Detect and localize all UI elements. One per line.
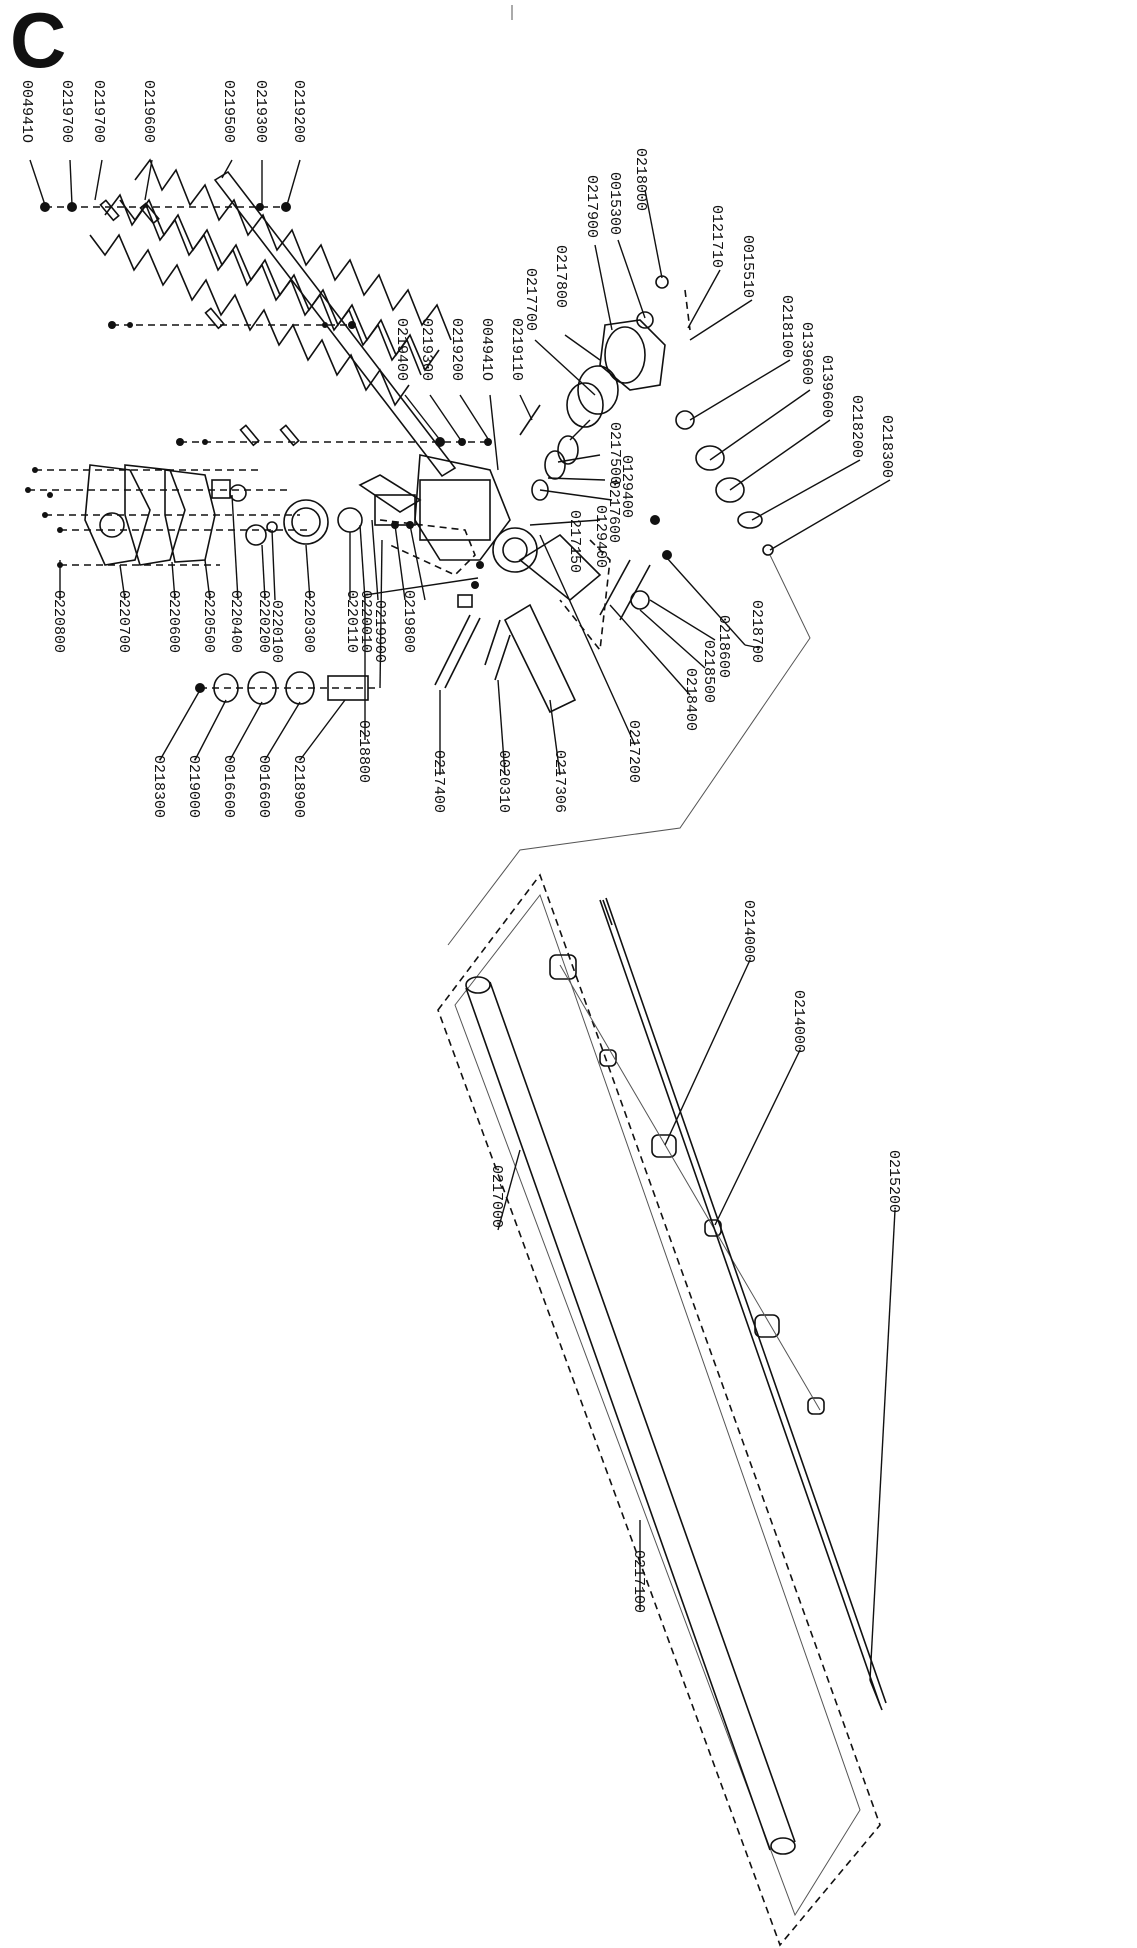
- part-label: 0219800: [400, 590, 417, 653]
- part-label: 0220100: [268, 600, 285, 663]
- part-label: 0121710: [708, 205, 725, 268]
- part-label: 0218500: [700, 640, 717, 703]
- part-label: 0219600: [140, 80, 157, 143]
- part-number-labels: 004941O 0219700 0219700 0219600 0219500 …: [18, 80, 902, 1613]
- part-label: 0015300: [606, 172, 623, 235]
- part-label: 0220010: [357, 590, 374, 653]
- part-label: 0218200: [848, 395, 865, 458]
- part-label: 0217600: [605, 480, 622, 543]
- part-label: 0219500: [220, 80, 237, 143]
- part-label: 0219200: [290, 80, 307, 143]
- part-label: 0219200: [448, 318, 465, 381]
- part-label: 0218700: [748, 600, 765, 663]
- part-label: 0218300: [150, 755, 167, 818]
- part-label: 0219900: [371, 600, 388, 663]
- part-label: 0217100: [630, 1550, 647, 1613]
- part-label: 0220300: [300, 590, 317, 653]
- part-label: 0215200: [885, 1150, 902, 1213]
- shaft-tube-assembly: [437, 873, 887, 1947]
- part-label: 0219700: [90, 80, 107, 143]
- part-label: 0218400: [682, 668, 699, 731]
- part-label: 0217800: [552, 245, 569, 308]
- part-label: 0217306: [551, 750, 568, 813]
- part-label: 0219300: [252, 80, 269, 143]
- part-label: 0217700: [522, 268, 539, 331]
- part-label: 0219400: [393, 318, 410, 381]
- part-label: 004941O: [18, 80, 35, 143]
- part-label: 0139600: [798, 322, 815, 385]
- leader-lines: [29, 159, 896, 1681]
- part-label: 0129400: [592, 505, 609, 568]
- part-label: 0217500: [606, 422, 623, 485]
- gearbox-cover-stack: [25, 464, 363, 568]
- part-label: 0217000: [488, 1165, 505, 1228]
- diagram-section-letter: C: [10, 0, 67, 84]
- part-label: 0217150: [566, 510, 583, 573]
- part-label: 0016600: [255, 755, 272, 818]
- part-label: 0220110: [343, 590, 360, 653]
- part-label: 0218100: [778, 295, 795, 358]
- part-label: 0218600: [715, 615, 732, 678]
- part-label: 0015510: [739, 235, 756, 298]
- part-label: 0220200: [255, 590, 272, 653]
- part-label: 0217900: [583, 175, 600, 238]
- part-label: 0218900: [290, 755, 307, 818]
- gearbox-housing: [374, 454, 538, 573]
- part-label: 0139600: [818, 355, 835, 418]
- part-label: 0217400: [430, 750, 447, 813]
- part-label: 0220800: [50, 590, 67, 653]
- bearing-stack: [195, 539, 383, 705]
- part-label: 0020310: [495, 750, 512, 813]
- blade-bolt-lines: [40, 202, 492, 447]
- part-label: 0214000: [740, 900, 757, 963]
- part-label: 0218000: [632, 148, 649, 211]
- part-label: 004941O: [478, 318, 495, 381]
- part-label: 0217200: [625, 720, 642, 783]
- part-label: 0129400: [618, 455, 635, 518]
- part-label: 0219000: [185, 755, 202, 818]
- part-label: 0016600: [220, 755, 237, 818]
- part-label: 0219300: [418, 318, 435, 381]
- part-label: 0218300: [878, 415, 895, 478]
- part-label: 0214000: [790, 990, 807, 1053]
- part-label: 0220600: [165, 590, 182, 653]
- part-label: 0219700: [58, 80, 75, 143]
- part-label: 0220400: [227, 590, 244, 653]
- assembly-outline: [447, 554, 811, 946]
- part-label: 0219110: [508, 318, 525, 381]
- part-label: 0218800: [355, 720, 372, 783]
- part-label: 0220500: [200, 590, 217, 653]
- part-label: 0220700: [115, 590, 132, 653]
